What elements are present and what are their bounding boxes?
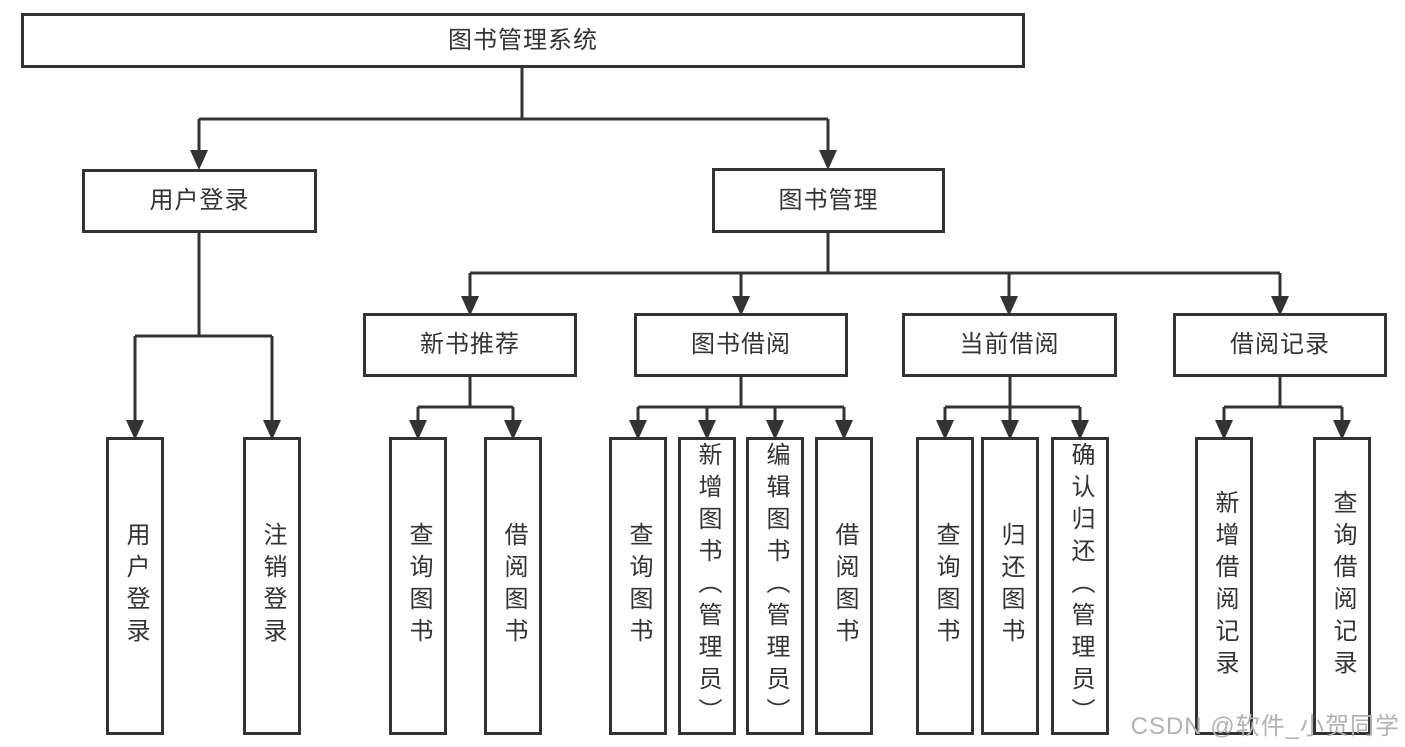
leaf-add-book-admin: 新增图书（管理员） xyxy=(678,437,736,735)
leaf-recommend-query-books: 查询图书 xyxy=(389,437,447,735)
node-root-label: 图书管理系统 xyxy=(448,26,598,54)
leaf-current-query-books: 查询图书 xyxy=(916,437,974,735)
leaf-confirm-return-admin-label: 确认归还（管理员） xyxy=(1067,442,1094,730)
leaf-user-login: 用户登录 xyxy=(106,437,164,735)
node-borrow-records-label: 借阅记录 xyxy=(1230,331,1330,358)
node-book-management: 图书管理 xyxy=(712,168,945,233)
leaf-borrowing-query-books: 查询图书 xyxy=(609,437,667,735)
leaf-recommend-borrow-books: 借阅图书 xyxy=(484,437,542,735)
leaf-borrowing-borrow-books: 借阅图书 xyxy=(815,437,873,735)
leaf-add-borrow-record-label: 新增借阅记录 xyxy=(1211,490,1238,682)
node-current-borrowing: 当前借阅 xyxy=(902,313,1117,377)
leaf-return-book-label: 归还图书 xyxy=(997,522,1024,650)
leaf-query-borrow-record: 查询借阅记录 xyxy=(1313,437,1371,735)
leaf-edit-book-admin: 编辑图书（管理员） xyxy=(746,437,804,735)
leaf-recommend-borrow-books-label: 借阅图书 xyxy=(500,522,527,650)
leaf-edit-book-admin-label: 编辑图书（管理员） xyxy=(762,442,789,730)
node-book-borrowing: 图书借阅 xyxy=(634,313,848,377)
arrowheads xyxy=(126,150,1351,440)
leaf-add-book-admin-label: 新增图书（管理员） xyxy=(694,442,721,730)
node-borrow-records: 借阅记录 xyxy=(1173,313,1387,377)
node-current-borrowing-label: 当前借阅 xyxy=(959,331,1060,358)
leaf-confirm-return-admin: 确认归还（管理员） xyxy=(1051,437,1109,735)
leaf-add-borrow-record: 新增借阅记录 xyxy=(1195,437,1253,735)
leaf-borrowing-borrow-books-label: 借阅图书 xyxy=(831,522,858,650)
leaf-user-login-label: 用户登录 xyxy=(122,522,149,650)
node-user-login: 用户登录 xyxy=(82,169,317,233)
node-book-management-label: 图书管理 xyxy=(778,186,879,214)
node-user-login-label: 用户登录 xyxy=(149,187,250,214)
leaf-logout-label: 注销登录 xyxy=(259,522,286,650)
watermark: CSDN @软件_小贺同学 xyxy=(1130,713,1400,740)
leaf-current-query-books-label: 查询图书 xyxy=(932,522,959,650)
leaf-return-book: 归还图书 xyxy=(981,437,1039,735)
leaf-logout: 注销登录 xyxy=(243,437,301,735)
node-book-borrowing-label: 图书借阅 xyxy=(691,331,791,358)
node-new-book-recommend-label: 新书推荐 xyxy=(420,331,520,358)
node-new-book-recommend: 新书推荐 xyxy=(363,313,577,377)
node-root: 图书管理系统 xyxy=(21,13,1025,68)
leaf-query-borrow-record-label: 查询借阅记录 xyxy=(1329,490,1356,682)
leaf-borrowing-query-books-label: 查询图书 xyxy=(625,522,652,650)
leaf-recommend-query-books-label: 查询图书 xyxy=(405,522,432,650)
